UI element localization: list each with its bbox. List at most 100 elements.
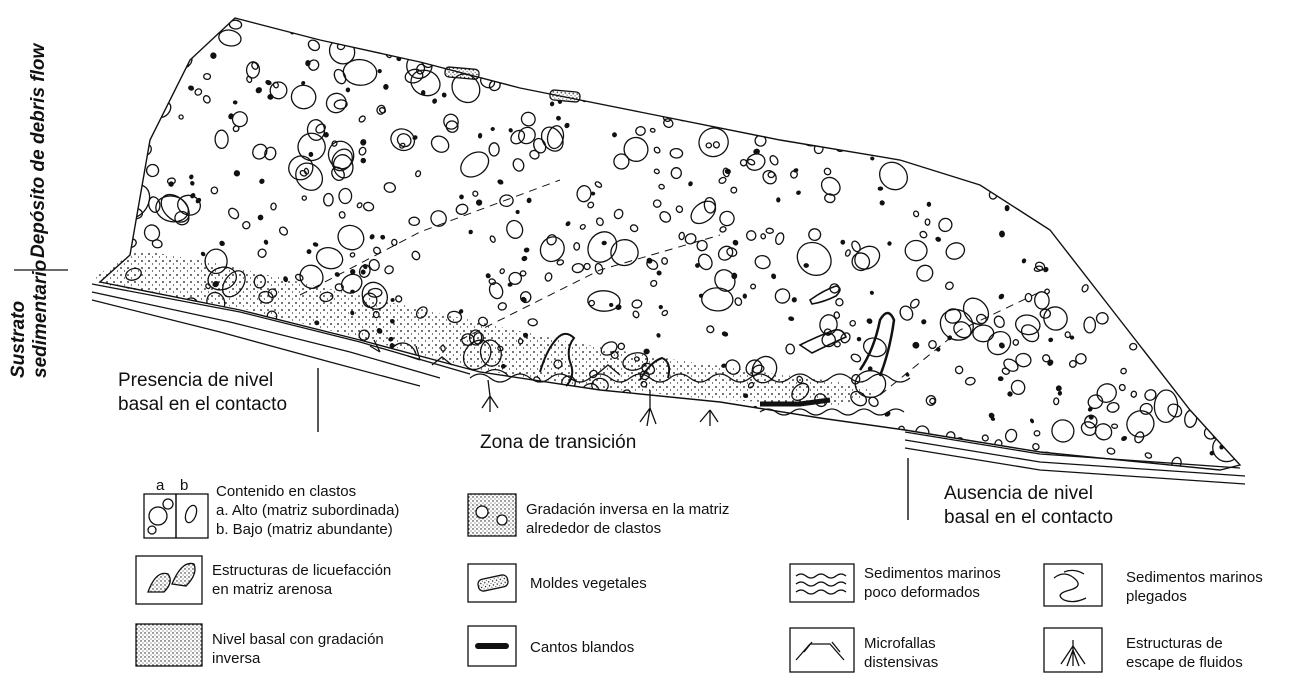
clast — [1200, 93, 1208, 101]
clast — [363, 377, 369, 383]
clast — [700, 446, 705, 451]
clast — [891, 131, 905, 144]
clast — [719, 15, 734, 29]
clast — [1233, 77, 1246, 90]
clast — [187, 437, 194, 445]
clast — [923, 28, 931, 36]
clast — [524, 248, 529, 253]
clast — [1185, 335, 1199, 351]
clast — [608, 411, 612, 415]
clast — [927, 202, 930, 206]
clast — [312, 418, 317, 422]
clast — [929, 129, 934, 134]
clast — [819, 452, 833, 468]
clast — [213, 439, 234, 460]
clast — [1212, 163, 1236, 187]
clast — [247, 430, 253, 436]
clast — [1223, 20, 1230, 25]
legend-marker-b: b — [180, 477, 188, 494]
clast — [1112, 285, 1126, 302]
clast — [1077, 166, 1083, 172]
clast — [346, 88, 350, 92]
clast — [315, 24, 330, 39]
clast — [749, 120, 753, 124]
clast — [844, 35, 853, 44]
clast — [95, 217, 106, 227]
clast — [1231, 233, 1247, 245]
clast — [1071, 174, 1106, 209]
clast — [1097, 198, 1103, 204]
clast — [969, 115, 975, 120]
clast — [462, 394, 466, 399]
clast — [401, 21, 408, 27]
clast — [985, 36, 1011, 65]
clast — [625, 81, 636, 92]
clast — [974, 148, 985, 159]
clast — [530, 388, 540, 398]
clast — [797, 20, 807, 31]
clast — [616, 304, 622, 310]
legend-liquefaction-1: Estructuras de licuefacción — [212, 562, 391, 579]
legend-icon-microfaults — [790, 628, 854, 672]
clast — [129, 17, 165, 52]
clast — [293, 379, 303, 389]
clast — [384, 85, 389, 90]
clast — [142, 31, 163, 59]
clast — [1087, 92, 1105, 110]
clast — [865, 53, 877, 65]
clast — [1206, 49, 1216, 59]
clast — [1091, 160, 1115, 179]
clast — [151, 64, 164, 75]
clast — [1048, 95, 1055, 102]
substrate-label-line2: sedimentario — [30, 260, 51, 378]
clast — [1057, 157, 1093, 193]
clast — [639, 58, 645, 65]
clast — [752, 448, 766, 465]
clast — [1157, 322, 1167, 332]
clast — [293, 340, 300, 348]
clast — [1045, 103, 1053, 111]
clast — [772, 442, 783, 450]
clast — [309, 333, 335, 359]
clast — [1043, 9, 1080, 44]
clast — [527, 198, 531, 203]
clast — [146, 94, 154, 101]
clast — [801, 127, 807, 133]
clast — [754, 149, 760, 155]
clast — [1180, 12, 1187, 19]
clast — [1211, 322, 1225, 334]
clast — [1150, 31, 1164, 45]
clast — [351, 270, 355, 274]
clast — [517, 26, 550, 56]
clast — [1200, 295, 1208, 302]
clast — [350, 311, 354, 315]
clast — [200, 423, 233, 455]
clast — [933, 58, 942, 66]
clast — [960, 140, 990, 170]
clast — [1180, 194, 1195, 207]
clast — [912, 36, 922, 46]
clast — [1066, 33, 1074, 41]
clast — [854, 424, 864, 434]
clast — [557, 411, 563, 417]
clast — [156, 45, 164, 53]
clast — [1145, 255, 1151, 261]
clast — [397, 57, 401, 60]
clast — [528, 61, 548, 83]
clast — [609, 303, 613, 307]
clast — [733, 105, 739, 111]
clast — [1003, 36, 1014, 51]
clast — [1201, 169, 1209, 177]
clast — [1051, 142, 1064, 157]
clast — [111, 376, 115, 380]
clast — [336, 383, 347, 396]
clast — [1114, 151, 1123, 160]
clast — [1199, 16, 1203, 21]
clast — [281, 6, 301, 27]
clast — [233, 101, 237, 104]
clast — [744, 116, 751, 123]
legend-basal-level-2: inversa — [212, 650, 261, 667]
clast — [143, 433, 171, 461]
clast — [1213, 106, 1219, 112]
clast — [158, 28, 175, 45]
